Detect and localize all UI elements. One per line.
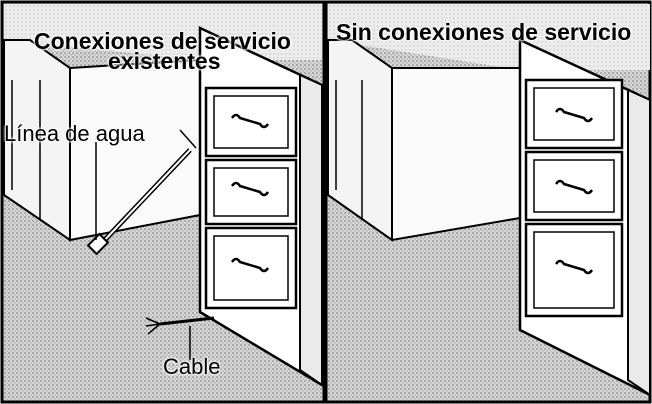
right-panel-title: Sin conexiones de servicio — [336, 19, 632, 45]
drawer-cabinet-left — [198, 26, 324, 388]
left-panel — [0, 0, 326, 404]
left-panel-title-line1: Conexiones de servicio — [34, 28, 291, 54]
cable-label: Cable — [163, 354, 221, 379]
right-panel — [324, 0, 652, 404]
drawer-cabinet-right — [518, 38, 652, 398]
side-cabinet-left — [3, 39, 201, 242]
cable — [145, 316, 215, 360]
left-panel-title-line2: existentes — [108, 48, 221, 74]
water-line — [86, 129, 197, 256]
side-cabinet-right — [327, 39, 521, 242]
water-line-label: Línea de agua — [4, 121, 145, 146]
